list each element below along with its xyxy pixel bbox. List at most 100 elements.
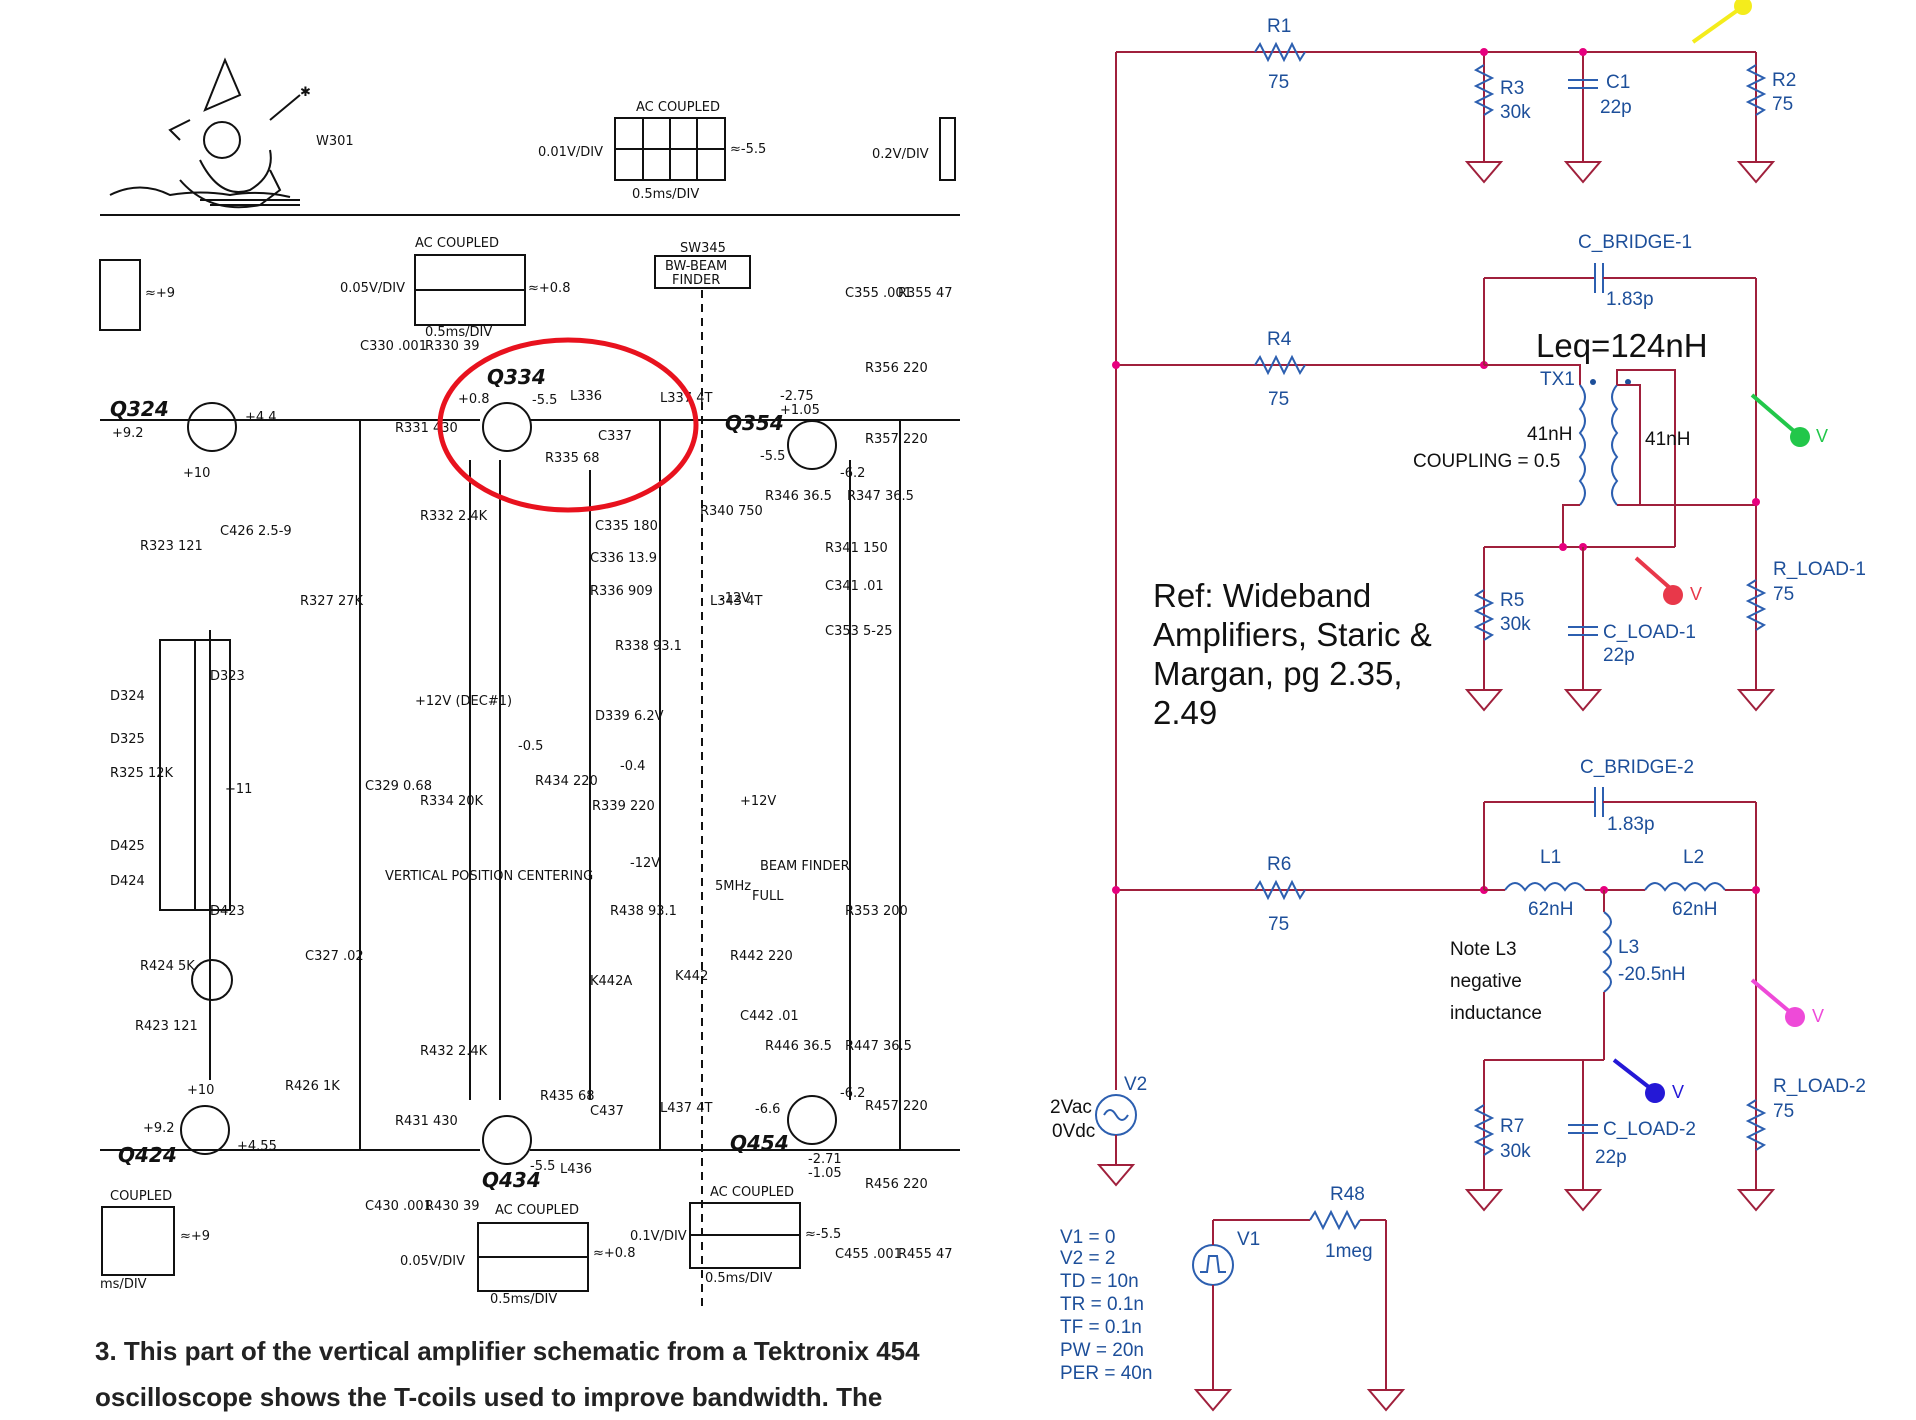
- svg-text:+4.4: +4.4: [245, 410, 277, 425]
- l2-name: L2: [1683, 847, 1704, 868]
- caption-line-2: oscilloscope shows the T-coils used to i…: [95, 1382, 883, 1412]
- svg-text:R455 47: R455 47: [898, 1247, 953, 1262]
- c-bridge-1-value: 1.83p: [1606, 289, 1654, 310]
- svg-text:-2.75: -2.75: [780, 389, 814, 404]
- svg-text:PER = 40n: PER = 40n: [1060, 1363, 1152, 1384]
- svg-text:R341 150: R341 150: [825, 541, 888, 556]
- inductor-l2: [1644, 882, 1726, 892]
- svg-text:-5.5: -5.5: [530, 1159, 555, 1174]
- svg-text:PW = 20n: PW = 20n: [1060, 1340, 1144, 1361]
- caption-line-1: 3. This part of the vertical amplifier s…: [95, 1336, 920, 1366]
- bottom2-scope-time: 0.5ms/DIV: [705, 1271, 772, 1286]
- svg-text:L337 4T: L337 4T: [660, 391, 712, 406]
- scope-trace-top: [614, 117, 726, 181]
- voltage-probe-green[interactable]: [1750, 393, 1797, 434]
- r-load-2-name: R_LOAD-2: [1773, 1076, 1866, 1097]
- tektronix-schematic-panel: ✱ W301 0.01V/DIV AC COUPLED ≈-5.5 0.5ms/…: [95, 57, 960, 1412]
- svg-text:+10: +10: [187, 1083, 214, 1098]
- svg-text:-6.2: -6.2: [840, 1086, 865, 1101]
- svg-text:R447 36.5: R447 36.5: [845, 1039, 912, 1054]
- svg-text:R338 93.1: R338 93.1: [615, 639, 682, 654]
- resistor-r3: [1473, 64, 1495, 116]
- ref-text-4: 2.49: [1153, 694, 1217, 731]
- svg-text:TF = 0.1n: TF = 0.1n: [1060, 1317, 1142, 1338]
- q334-label: Q334: [487, 365, 546, 389]
- svg-text:R432 2.4K: R432 2.4K: [420, 1044, 488, 1059]
- svg-text:R356 220: R356 220: [865, 361, 928, 376]
- svg-text:D324: D324: [110, 689, 145, 704]
- r2-value: 75: [1772, 94, 1793, 115]
- mid-scope-mode: AC COUPLED: [415, 236, 499, 251]
- r-load-1-name: R_LOAD-1: [1773, 559, 1866, 580]
- svg-text:K442: K442: [675, 969, 708, 984]
- l1-value: 62nH: [1528, 899, 1573, 920]
- r48-name: R48: [1330, 1184, 1365, 1205]
- resistor-r4: [1254, 354, 1306, 376]
- note-text-2: negative: [1450, 971, 1522, 992]
- svg-text:-5.5: -5.5: [532, 393, 557, 408]
- svg-text:-1.05: -1.05: [808, 1166, 842, 1181]
- svg-text:-0.5: -0.5: [518, 739, 543, 754]
- top-scope-mode: AC COUPLED: [636, 100, 720, 115]
- svg-text:L343 4T: L343 4T: [710, 594, 762, 609]
- resistor-r-load-1: [1745, 579, 1767, 631]
- top-scope-vdiv: 0.01V/DIV: [538, 145, 603, 160]
- svg-text:R430 39: R430 39: [425, 1199, 480, 1214]
- svg-text:R335 68: R335 68: [545, 451, 600, 466]
- switch-name-2: FINDER: [672, 273, 720, 288]
- svg-text:R327 27K: R327 27K: [300, 594, 364, 609]
- mid-scope-vdiv: 0.05V/DIV: [340, 281, 405, 296]
- svg-text:+0.8: +0.8: [458, 392, 490, 407]
- svg-text:D323: D323: [210, 669, 245, 684]
- svg-text:R431 430: R431 430: [395, 1114, 458, 1129]
- svg-text:R426 1K: R426 1K: [285, 1079, 340, 1094]
- svg-text:R334 20K: R334 20K: [420, 794, 484, 809]
- q324-label: Q324: [110, 397, 169, 421]
- left-scope-value: ≈+9: [145, 286, 175, 301]
- svg-text:L436: L436: [560, 1162, 592, 1177]
- r7-name: R7: [1500, 1116, 1524, 1137]
- svg-text:+12V: +12V: [740, 794, 776, 809]
- transistor-q324: [187, 402, 237, 452]
- l2-value: 62nH: [1672, 899, 1717, 920]
- note-text-3: inductance: [1450, 1003, 1542, 1024]
- r3-value: 30k: [1500, 102, 1531, 123]
- voltage-probe-red[interactable]: [1634, 556, 1672, 590]
- tcoil-simulation-schematic-panel: R1 75 R3 30k C1 22p R2 75 R4 75 C_BRIDGE…: [1000, 0, 1916, 1413]
- svg-text:R323 121: R323 121: [140, 539, 203, 554]
- c1-value: 22p: [1600, 97, 1632, 118]
- resistor-r-load-2: [1745, 1099, 1767, 1151]
- bottom2-scope-vdiv: 0.1V/DIV: [630, 1229, 687, 1244]
- voltage-probe-blue[interactable]: [1612, 1058, 1652, 1090]
- svg-text:R353 200: R353 200: [845, 904, 908, 919]
- svg-text:VERTICAL POSITION CENTERING: VERTICAL POSITION CENTERING: [385, 869, 593, 884]
- svg-text:-6.2: -6.2: [840, 466, 865, 481]
- switch-label: SW345: [680, 241, 726, 256]
- svg-text:+4.55: +4.55: [237, 1139, 277, 1154]
- svg-text:-6.6: -6.6: [755, 1102, 780, 1117]
- bottom-left-scope-value: ≈+9: [180, 1229, 210, 1244]
- transistor-q354: [787, 420, 837, 470]
- svg-text:R442 220: R442 220: [730, 949, 793, 964]
- c-bridge-1-name: C_BRIDGE-1: [1578, 232, 1692, 253]
- c-load-1-name: C_LOAD-1: [1603, 622, 1696, 643]
- svg-text:R456 220: R456 220: [865, 1177, 928, 1192]
- svg-text:R424 5K: R424 5K: [140, 959, 195, 974]
- svg-text:BEAM FINDER: BEAM FINDER: [760, 859, 850, 874]
- bottom-scope-time: 0.5ms/DIV: [490, 1292, 557, 1307]
- svg-text:+9.2: +9.2: [143, 1121, 175, 1136]
- r1-value: 75: [1268, 72, 1289, 93]
- q354-label: Q354: [725, 411, 784, 435]
- voltage-probe-magenta[interactable]: [1750, 978, 1792, 1014]
- v2-ac: 2Vac: [1050, 1097, 1092, 1118]
- transistor-q454: [787, 1095, 837, 1145]
- svg-text:+12V (DEC#1): +12V (DEC#1): [415, 694, 512, 709]
- transistor-q434: [482, 1115, 532, 1165]
- l3-value: -20.5nH: [1618, 964, 1686, 985]
- svg-text:+11: +11: [225, 782, 252, 797]
- probe-green-label: V: [1816, 426, 1828, 446]
- svg-text:C327 .02: C327 .02: [305, 949, 364, 964]
- voltage-probe-yellow[interactable]: [1691, 8, 1740, 44]
- r1-name: R1: [1267, 16, 1291, 37]
- svg-text:TR = 0.1n: TR = 0.1n: [1060, 1294, 1144, 1315]
